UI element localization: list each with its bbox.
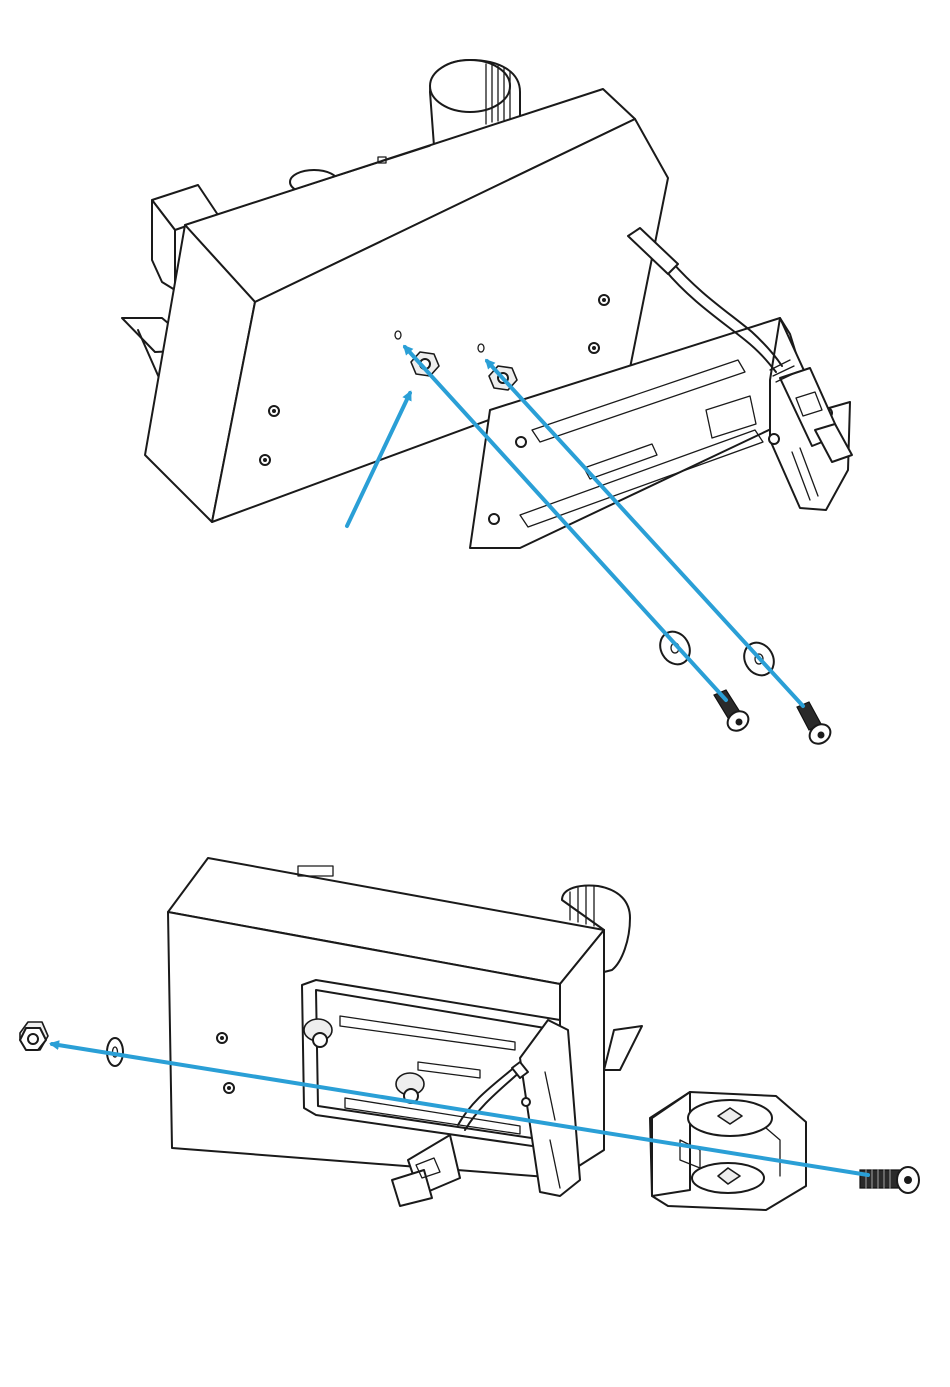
usb-plug-step2 (392, 1170, 432, 1206)
washer-step1 (654, 626, 779, 680)
step-2-illustration (20, 858, 919, 1210)
socket-head-screw-step2 (860, 1167, 919, 1193)
side-clamp-step2 (604, 1026, 642, 1070)
hex-nut (20, 1022, 48, 1050)
socket-head-screw-step1 (714, 690, 834, 748)
step-1-illustration (122, 60, 852, 748)
